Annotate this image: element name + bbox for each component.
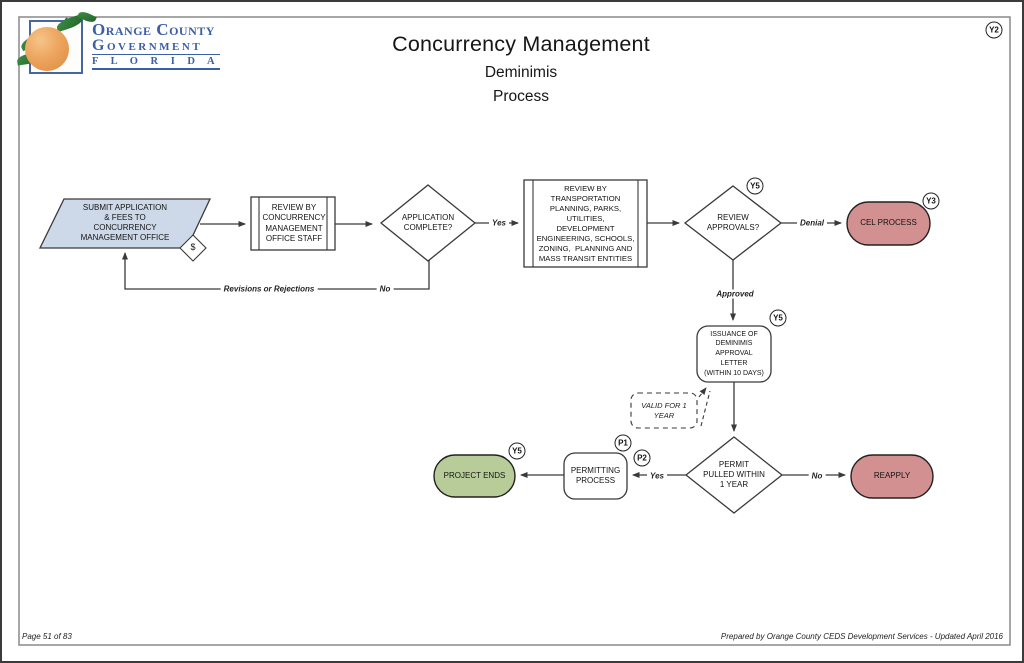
issuance-label: ISSUANCE OF DEMINIMIS APPROVAL LETTER (W… <box>704 330 764 377</box>
page-subtitle-1: Deminimis <box>484 64 558 81</box>
footer-page-number: Page 51 of 83 <box>22 632 72 641</box>
edge-label-revisions: Revisions or Rejections <box>220 284 318 294</box>
edge-label-no-2: No <box>808 471 826 481</box>
review-approvals-label: REVIEW APPROVALS? <box>706 212 760 232</box>
valid-note-tail-2 <box>700 390 711 427</box>
badge-p1-permitting: P1 <box>614 434 632 452</box>
valid-note-label: VALID FOR 1 YEAR <box>641 400 687 420</box>
permit-pulled-diamond <box>684 436 784 514</box>
badge-y3-cel: Y3 <box>922 192 940 210</box>
edge-label-yes-1: Yes <box>489 218 509 228</box>
review-staff-shape <box>250 196 336 251</box>
logo-line-florida: F L O R I D A <box>92 54 220 70</box>
fees-dollar-diamond <box>179 234 207 262</box>
transport-review-shape <box>523 179 648 268</box>
edge-label-yes-2: Yes <box>647 471 667 481</box>
edge-label-denial: Denial <box>796 218 828 228</box>
badge-y5-projectends: Y5 <box>508 442 526 460</box>
badge-y5-issuance: Y5 <box>769 309 787 327</box>
valid-note-shape <box>630 392 698 429</box>
logo-line-government: Government <box>92 37 203 54</box>
cel-process-label: CEL PROCESS <box>860 218 917 228</box>
submit-application-label: SUBMIT APPLICATION & FEES TO CONCURRENCY… <box>80 202 170 243</box>
badge-y2: Y2 <box>985 21 1003 39</box>
application-complete-label: APPLICATION COMPLETE? <box>401 212 455 232</box>
page-frame <box>18 16 1011 646</box>
permit-pulled-label: PERMIT PULLED WITHIN 1 YEAR <box>703 459 765 490</box>
logo-text: Orange County Government F L O R I D A <box>92 21 220 70</box>
transport-review-label: REVIEW BY TRANSPORTATION PLANNING, PARKS… <box>536 183 635 263</box>
review-approvals-diamond <box>683 185 783 261</box>
application-complete-diamond <box>379 184 477 262</box>
dollar-sign-label: $ <box>190 242 196 253</box>
permitting-process-shape <box>563 452 628 500</box>
badge-y5-approvals: Y5 <box>746 177 764 195</box>
reapply-shape <box>850 454 934 499</box>
edge-label-no-1: No <box>376 284 394 294</box>
orange-county-logo: Orange County Government F L O R I D A <box>16 9 222 76</box>
orange-fruit-icon <box>25 27 69 71</box>
project-ends-label: PROJECT ENDS <box>443 470 506 480</box>
permitting-process-label: PERMITTING PROCESS <box>570 465 621 485</box>
footer-prepared-by: Prepared by Orange County CEDS Developme… <box>720 632 1003 641</box>
issuance-shape <box>696 325 772 383</box>
edge-label-approved: Approved <box>713 289 757 299</box>
page-title: Concurrency Management <box>392 32 650 56</box>
review-staff-label: REVIEW BY CONCURRENCY MANAGEMENT OFFICE … <box>262 203 326 243</box>
reapply-label: REAPPLY <box>873 471 911 481</box>
badge-p2-permitting: P2 <box>633 449 651 467</box>
logo-line-orange-county: Orange County <box>92 20 215 39</box>
page-subtitle-2: Process <box>493 88 549 105</box>
cel-process-shape <box>846 201 931 246</box>
valid-note-tail-1 <box>698 387 707 398</box>
project-ends-shape <box>433 454 516 498</box>
